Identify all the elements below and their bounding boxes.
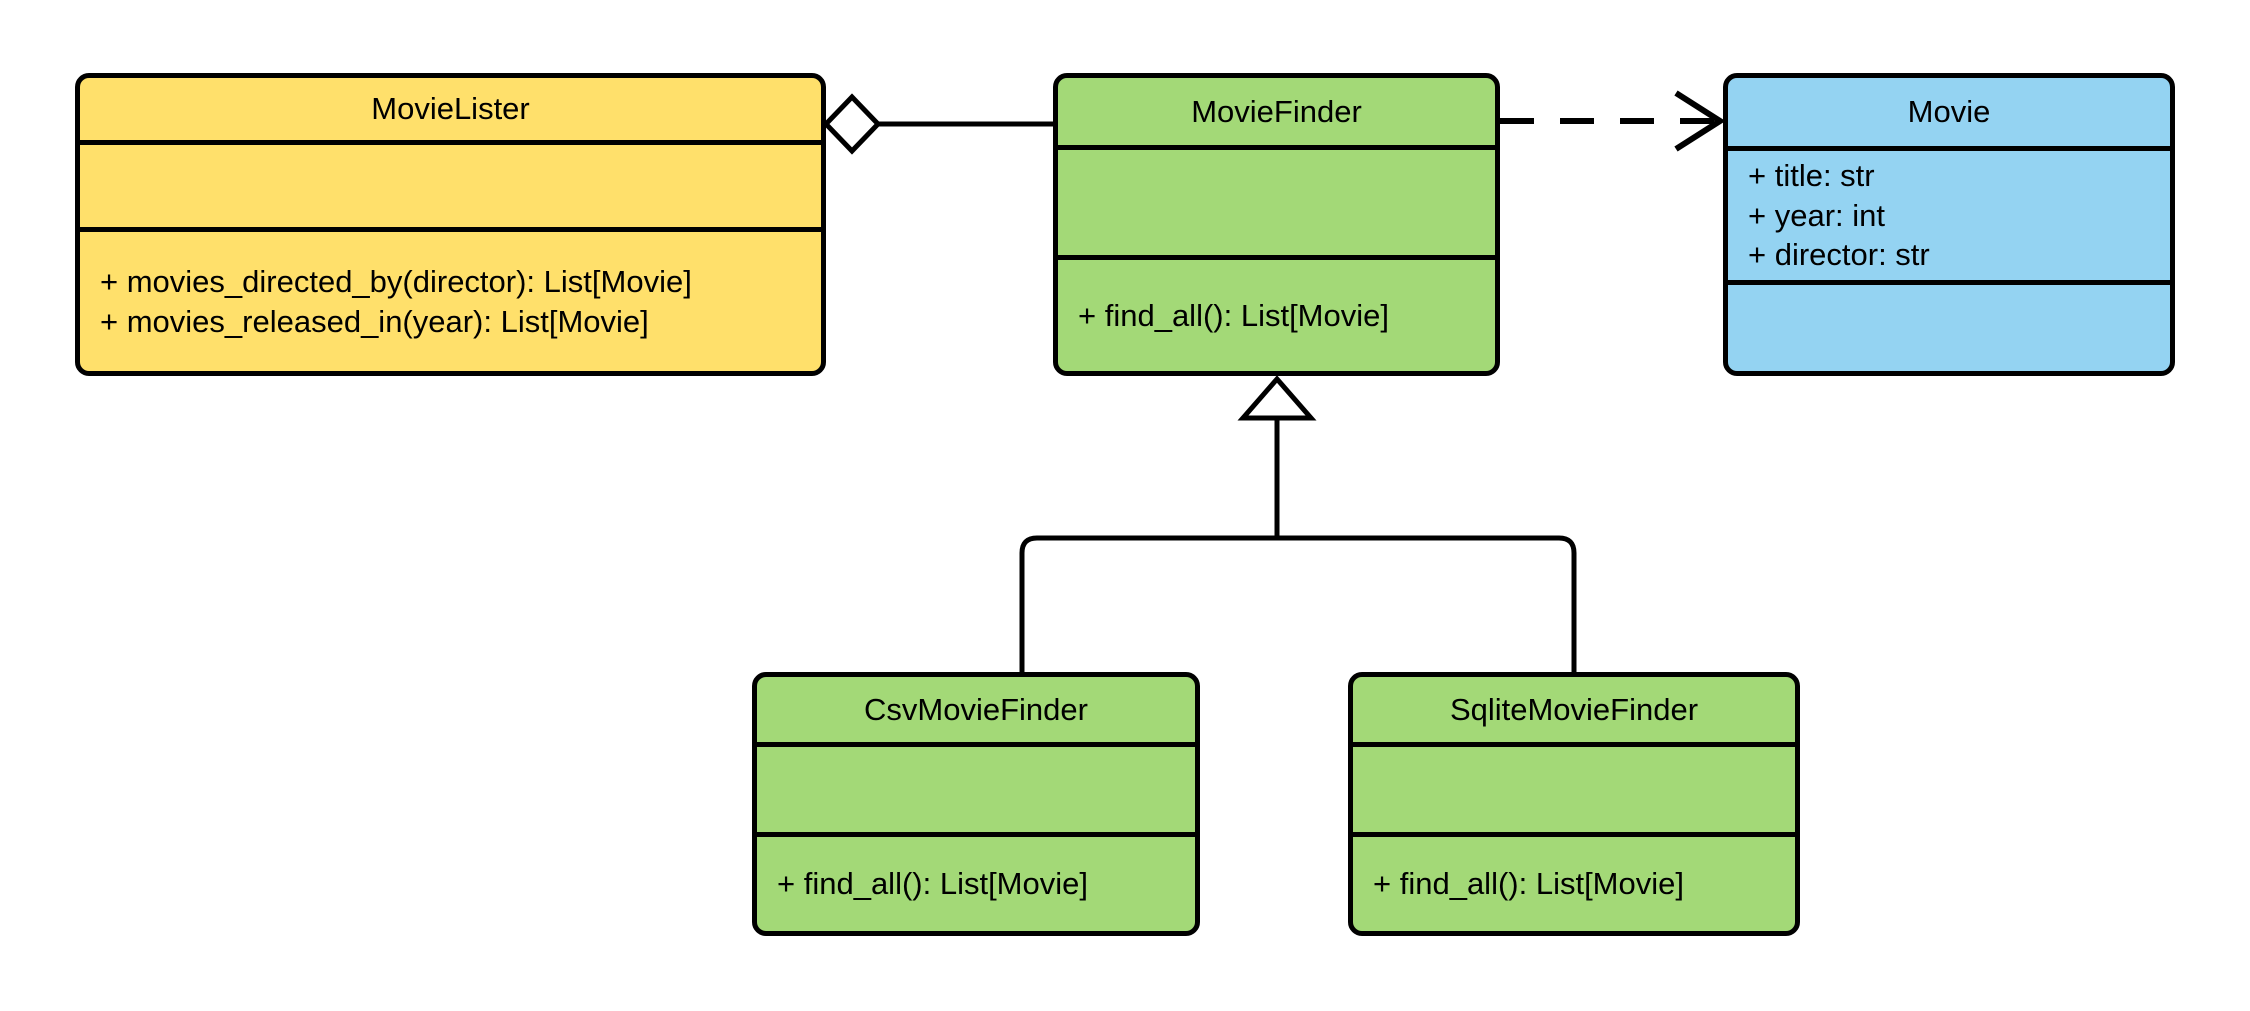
attributes-compartment	[757, 742, 1195, 832]
class-box-csv-movie-finder[interactable]: CsvMovieFinder + find_all(): List[Movie]	[752, 672, 1200, 936]
attribute-line: + year: int	[1748, 197, 1885, 233]
attributes-compartment	[80, 140, 821, 227]
class-box-movie-lister[interactable]: MovieLister + movies_directed_by(directo…	[75, 73, 826, 376]
class-name-compartment: MovieFinder	[1058, 78, 1495, 145]
methods-compartment: + find_all(): List[Movie]	[757, 832, 1195, 931]
class-name-compartment: Movie	[1728, 78, 2170, 146]
class-box-movie-finder[interactable]: MovieFinder + find_all(): List[Movie]	[1053, 73, 1500, 376]
class-name-compartment: SqliteMovieFinder	[1353, 677, 1795, 742]
methods-compartment	[1728, 280, 2170, 371]
methods-compartment: + movies_directed_by(director): List[Mov…	[80, 227, 821, 371]
method-line: + find_all(): List[Movie]	[1373, 866, 1684, 902]
class-title-movie-lister: MovieLister	[371, 91, 530, 127]
class-title-sqlite-movie-finder: SqliteMovieFinder	[1449, 691, 1699, 727]
open-arrow-marker	[1674, 90, 1726, 152]
method-line: + find_all(): List[Movie]	[777, 866, 1088, 902]
inheritance-branch-csv	[1019, 535, 1277, 672]
hollow-diamond-marker	[822, 93, 882, 155]
method-line: + find_all(): List[Movie]	[1078, 297, 1389, 333]
inheritance-branch	[1019, 375, 1577, 672]
class-title-csv-movie-finder: CsvMovieFinder	[864, 691, 1088, 727]
attributes-compartment	[1058, 145, 1495, 255]
class-box-movie[interactable]: Movie + title: str + year: int + directo…	[1723, 73, 2175, 376]
dependency-finder-movie	[1500, 90, 1726, 152]
method-line: + movies_released_in(year): List[Movie]	[100, 303, 649, 339]
method-line: + movies_directed_by(director): List[Mov…	[100, 263, 692, 299]
methods-compartment: + find_all(): List[Movie]	[1353, 832, 1795, 931]
attributes-compartment: + title: str + year: int + director: str	[1728, 146, 2170, 280]
hollow-triangle-marker	[1237, 375, 1317, 421]
class-name-compartment: MovieLister	[80, 78, 821, 140]
attribute-line: + director: str	[1748, 237, 1930, 273]
aggregation-lister-finder	[822, 93, 1053, 155]
inheritance-branch-sqlite	[1277, 535, 1577, 672]
class-box-sqlite-movie-finder[interactable]: SqliteMovieFinder + find_all(): List[Mov…	[1348, 672, 1800, 936]
attributes-compartment	[1353, 742, 1795, 832]
attribute-line: + title: str	[1748, 157, 1875, 193]
methods-compartment: + find_all(): List[Movie]	[1058, 255, 1495, 371]
class-name-compartment: CsvMovieFinder	[757, 677, 1195, 742]
class-title-movie: Movie	[1907, 94, 1991, 130]
class-title-movie-finder: MovieFinder	[1191, 93, 1362, 129]
